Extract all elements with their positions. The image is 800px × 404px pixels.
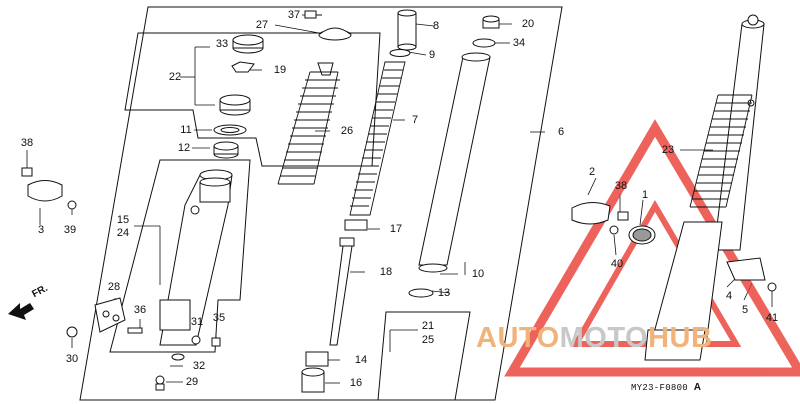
reflector <box>628 225 656 245</box>
callout-18: 18 <box>379 266 393 278</box>
callout-38-right: 38 <box>614 180 628 192</box>
main-frame <box>79 6 563 401</box>
callout-16: 16 <box>349 377 363 389</box>
watermark-text: AUTOMOTOHUB <box>476 322 712 355</box>
callout-8: 8 <box>432 20 440 32</box>
callout-39: 39 <box>63 224 77 236</box>
callout-19: 19 <box>273 64 287 76</box>
callout-2: 2 <box>588 166 596 178</box>
figure-code: MY23-F0800 A <box>631 382 701 393</box>
callout-10: 10 <box>471 268 485 280</box>
callout-41: 41 <box>765 312 779 324</box>
lower-subframe <box>377 311 471 401</box>
callout-36: 36 <box>133 304 147 316</box>
callout-7: 7 <box>411 114 419 126</box>
callout-28: 28 <box>107 281 121 293</box>
callout-30: 30 <box>65 353 79 365</box>
callout-24: 24 <box>116 227 130 239</box>
callout-11: 11 <box>180 124 192 136</box>
fork-spring <box>349 61 406 216</box>
callout-38-left: 38 <box>20 137 34 149</box>
callout-33: 33 <box>215 38 229 50</box>
callout-5: 5 <box>741 304 749 316</box>
callout-26: 26 <box>340 125 354 137</box>
callout-20: 20 <box>521 18 535 30</box>
front-direction-arrow <box>8 303 34 320</box>
callout-12: 12 <box>177 142 191 154</box>
axle-holder <box>94 297 126 333</box>
fork-slider <box>159 169 233 346</box>
figure-code-text: MY23-F0800 <box>631 383 689 393</box>
callout-27: 27 <box>255 19 269 31</box>
assembled-slider <box>644 221 723 361</box>
callout-21: 21 <box>421 320 435 332</box>
callout-32: 32 <box>192 360 206 372</box>
callout-9: 9 <box>428 49 436 61</box>
callout-40: 40 <box>610 258 624 270</box>
callout-35: 35 <box>212 312 226 324</box>
callout-15: 15 <box>116 214 130 226</box>
callout-37: 37 <box>287 9 301 21</box>
callout-3: 3 <box>37 224 45 236</box>
callout-13: 13 <box>437 287 451 299</box>
callout-1: 1 <box>641 189 649 201</box>
callout-4: 4 <box>725 290 733 302</box>
watermark-moto: MOTO <box>559 322 649 354</box>
figure-code-suffix: A <box>693 382 702 393</box>
callout-34: 34 <box>512 37 526 49</box>
slider-subframe <box>109 159 251 353</box>
callout-14: 14 <box>354 354 368 366</box>
callout-31: 31 <box>190 316 204 328</box>
assembled-boot <box>689 94 753 208</box>
watermark-auto: AUTO <box>476 322 560 354</box>
assembled-fork-right <box>713 14 765 251</box>
fork-boot <box>317 62 334 76</box>
callout-6: 6 <box>557 126 565 138</box>
callout-25: 25 <box>421 334 435 346</box>
boot-corrugations <box>277 71 340 185</box>
callout-29: 29 <box>185 376 199 388</box>
callout-23: 23 <box>661 144 675 156</box>
watermark-hub: HUB <box>648 322 713 354</box>
callout-22: 22 <box>168 71 182 83</box>
seal-subframe <box>124 32 381 167</box>
callout-17: 17 <box>389 223 403 235</box>
